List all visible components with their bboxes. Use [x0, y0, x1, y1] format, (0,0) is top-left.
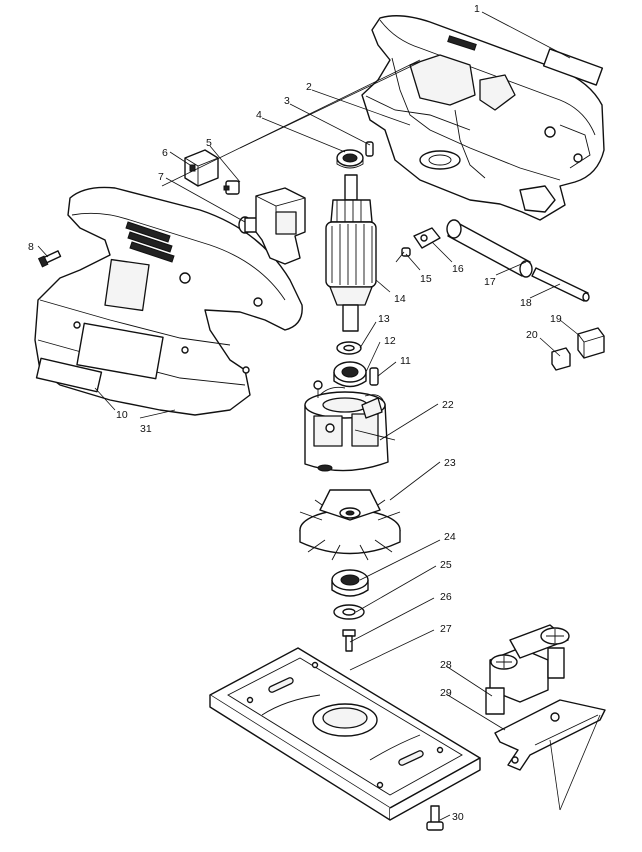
clamp-28: [485, 624, 570, 715]
bearing-12: [333, 361, 367, 388]
connector-7: [238, 187, 306, 265]
callout-10: 10: [116, 409, 128, 421]
callout-8: 8: [28, 241, 34, 253]
washer-25: [333, 604, 365, 620]
callout-23: 23: [444, 457, 456, 469]
base-plate-27: [209, 647, 481, 821]
housing-vent-ribs: [125, 221, 175, 263]
screw-15: [395, 247, 411, 263]
callout-2: 2: [306, 81, 312, 93]
housing-left-half: [34, 186, 303, 416]
callout-15: 15: [420, 273, 432, 285]
pin-3: [365, 141, 374, 157]
callout-30: 30: [452, 811, 464, 823]
plug-5: [223, 180, 240, 195]
callout-4: 4: [256, 109, 262, 121]
leader-lines: [37, 11, 601, 821]
callout-20: 20: [526, 329, 538, 341]
carbon-brush-19: [577, 327, 605, 359]
label-plate-right: [542, 48, 604, 86]
callout-16: 16: [452, 263, 464, 275]
callout-27: 27: [440, 623, 452, 635]
housing-right-half: [361, 15, 605, 221]
callout-3: 3: [284, 95, 290, 107]
callout-7: 7: [158, 171, 164, 183]
shaft-17: [446, 219, 533, 278]
callout-17: 17: [484, 276, 496, 288]
rod-18: [531, 267, 590, 302]
washer-13: [336, 341, 362, 355]
callout-29: 29: [440, 687, 452, 699]
screw-8: [37, 250, 62, 268]
callout-31: 31: [140, 423, 152, 435]
bearing-4: [336, 149, 364, 169]
lever-29: [494, 699, 606, 771]
callout-24: 24: [444, 531, 456, 543]
callout-14: 14: [394, 293, 406, 305]
screw-30: [426, 805, 444, 831]
callout-11: 11: [400, 355, 411, 367]
callout-13: 13: [378, 313, 390, 325]
callout-19: 19: [550, 313, 562, 325]
callout-numbers: 1 2 3 4 5 6 7 8 10 11 12 13 14 15 16 17 …: [28, 3, 562, 823]
label-plate-left: [35, 357, 103, 393]
field-stator-22: [304, 380, 396, 472]
switch-6: [184, 149, 219, 187]
callout-1: 1: [474, 3, 480, 15]
pin-11: [369, 367, 379, 386]
callout-25: 25: [440, 559, 452, 571]
callout-22: 22: [442, 399, 454, 411]
callout-5: 5: [206, 137, 212, 149]
callout-26: 26: [440, 591, 452, 603]
armature-14: [325, 174, 377, 332]
bracket-16: [413, 227, 441, 249]
callout-28: 28: [440, 659, 452, 671]
block-20: [551, 347, 571, 371]
screw-26: [342, 629, 356, 652]
fan-23: [299, 489, 401, 561]
callout-18: 18: [520, 297, 532, 309]
callout-12: 12: [384, 335, 396, 347]
bearing-24: [331, 569, 369, 597]
callout-6: 6: [162, 147, 168, 159]
